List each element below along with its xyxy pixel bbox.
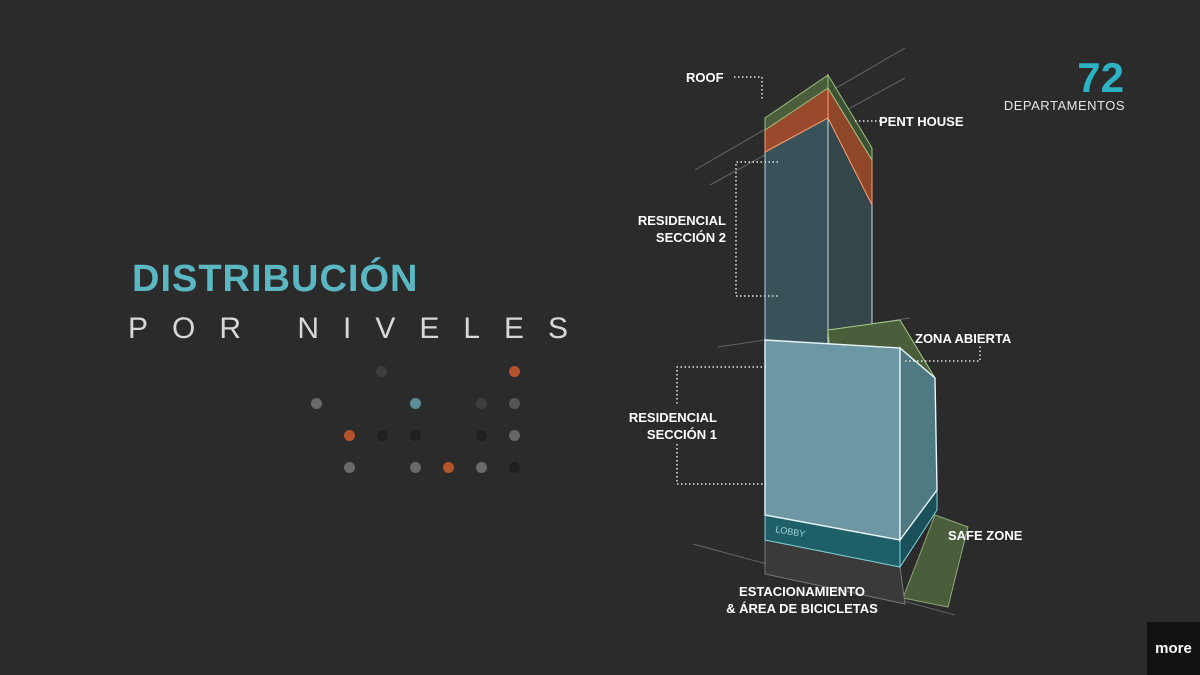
decor-dot — [509, 366, 520, 377]
label-residencial-1-line2: SECCIÓN 1 — [646, 427, 717, 442]
units-label: DEPARTAMENTOS — [1003, 98, 1125, 113]
label-estacionamiento: ESTACIONAMIENTO & ÁREA DE BICICLETAS — [718, 583, 886, 617]
decor-dot — [443, 462, 454, 473]
decor-dot — [476, 430, 487, 441]
label-estacionamiento-line2: & ÁREA DE BICICLETAS — [726, 601, 878, 616]
page-subtitle: POR NIVELES — [128, 312, 593, 345]
label-residencial-1-line1: RESIDENCIAL — [628, 410, 717, 425]
page-title: DISTRIBUCIÓN — [132, 258, 419, 300]
decor-dot — [410, 462, 421, 473]
decor-dot — [410, 398, 421, 409]
label-safe-zone: SAFE ZONE — [948, 528, 1023, 543]
decor-dot — [509, 430, 520, 441]
decor-dot — [344, 430, 355, 441]
tower-lower-front — [764, 339, 901, 541]
decor-dot — [377, 430, 388, 441]
label-penthouse: PENT HOUSE — [879, 114, 964, 129]
decor-dot — [476, 398, 487, 409]
brand-logo-text: more — [1155, 640, 1192, 657]
roof-side — [827, 73, 873, 162]
label-residencial-2: RESIDENCIAL SECCIÓN 2 — [630, 212, 726, 246]
decor-dot — [344, 462, 355, 473]
label-residencial-1: RESIDENCIAL SECCIÓN 1 — [620, 409, 717, 443]
decor-dot — [509, 462, 520, 473]
decor-dot — [410, 430, 421, 441]
decor-dot — [476, 462, 487, 473]
brand-logo: more — [1147, 622, 1200, 675]
units-count: 72 — [1077, 54, 1124, 101]
label-residencial-2-line1: RESIDENCIAL — [637, 213, 726, 228]
label-zona-abierta: ZONA ABIERTA — [915, 331, 1012, 346]
label-roof: ROOF — [686, 70, 724, 85]
decor-dot — [311, 398, 322, 409]
tower-lower-side — [899, 346, 938, 543]
decor-dot — [509, 398, 520, 409]
safe-zone-area — [902, 514, 969, 608]
decor-dot — [376, 366, 387, 377]
label-estacionamiento-line1: ESTACIONAMIENTO — [739, 584, 865, 599]
label-residencial-2-line2: SECCIÓN 2 — [655, 230, 726, 245]
